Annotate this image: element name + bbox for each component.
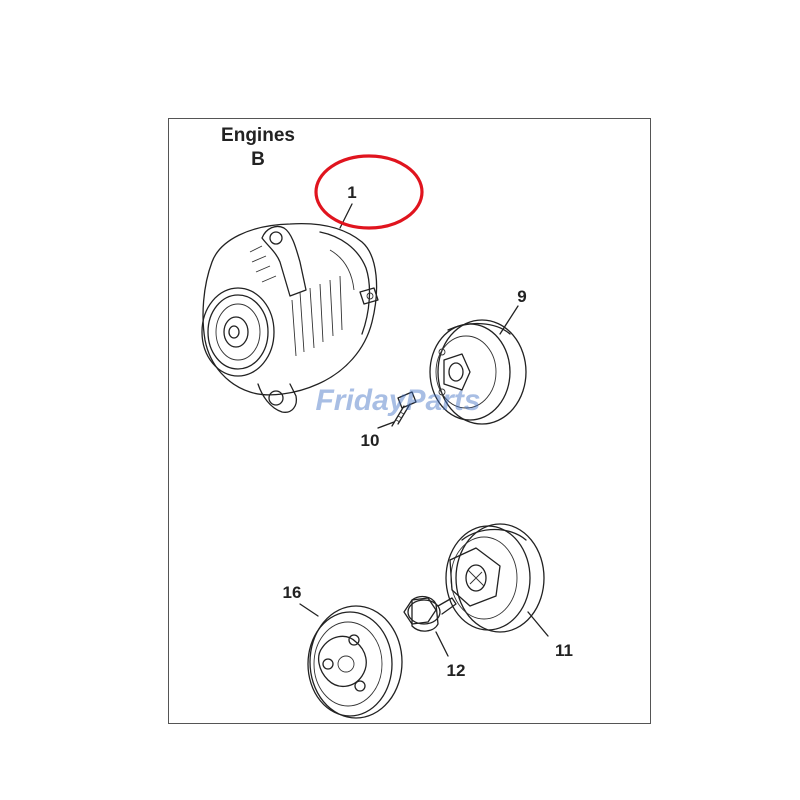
diagram-title: Engines B: [198, 124, 318, 172]
crank-pulley-part: [299, 603, 403, 719]
bolt-part: [377, 391, 417, 429]
title-line-variant: B: [251, 149, 265, 170]
flange-bolt-part: [403, 595, 457, 657]
title-line-engines: Engines: [221, 125, 295, 146]
lower-pulley-part: [445, 523, 549, 637]
callout-10: 10: [361, 431, 380, 450]
callout-1: 1: [347, 183, 356, 202]
upper-pulley-part: [429, 305, 527, 425]
callout-9: 9: [517, 287, 526, 306]
diagram-frame: [168, 118, 651, 724]
watermark-text: FridayParts: [315, 384, 480, 417]
highlight-circle: [314, 154, 424, 230]
alternator-part: [201, 203, 379, 413]
callout-16: 16: [283, 583, 302, 602]
callout-11: 11: [555, 641, 573, 660]
callout-12: 12: [447, 661, 466, 680]
